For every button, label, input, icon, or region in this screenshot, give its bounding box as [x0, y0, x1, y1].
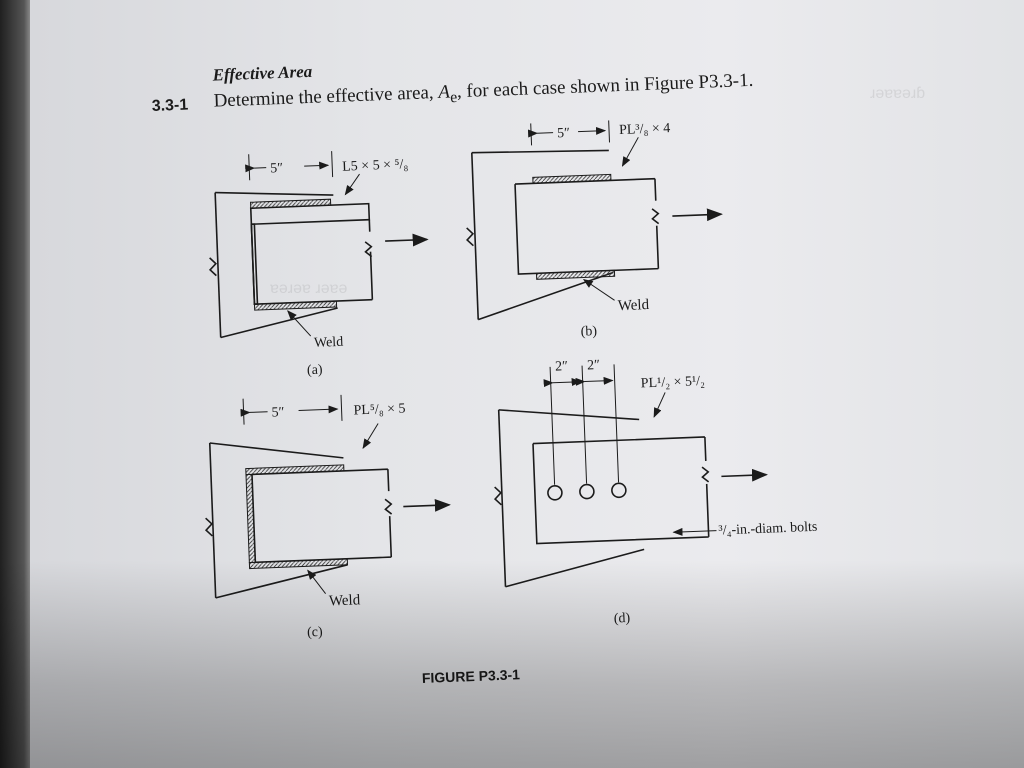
- right-arrow-icon: [403, 498, 451, 512]
- plate-c: [251, 468, 393, 564]
- angle-end: [368, 219, 374, 300]
- leader-line: [653, 392, 666, 418]
- weld-label-b: Weld: [617, 297, 649, 314]
- weld-label-c: Weld: [329, 592, 361, 609]
- dimension-arrow: [527, 129, 554, 138]
- leader-line: [287, 310, 312, 337]
- spacing-d-2: 2″: [587, 358, 601, 373]
- gusset-plate-bottom-edge: [220, 307, 338, 339]
- weld-top: [250, 198, 332, 209]
- member-a: L5 × 5 × ⁵/₈: [342, 157, 409, 175]
- case-label-d: (d): [614, 611, 631, 627]
- bolt-hole-icon: [611, 482, 627, 499]
- gusset-plate-bottom-edge: [215, 564, 348, 599]
- gusset-plate-left-edge: [470, 152, 480, 320]
- gusset-plate-bottom-edge: [505, 548, 645, 588]
- problem-area: Effective Area 3.3-1 Determine the effec…: [150, 35, 836, 740]
- dimension-b: 5″: [557, 126, 571, 141]
- gusset-plate-left-edge: [208, 442, 217, 598]
- book-binding: [0, 0, 30, 768]
- gusset-plate-top-edge: [498, 409, 640, 421]
- break-line-icon: [384, 498, 393, 515]
- leader-line: [362, 423, 379, 449]
- break-line-icon: [364, 241, 373, 258]
- angle-body: [250, 224, 373, 306]
- gusset-plate-left-edge: [214, 192, 222, 338]
- dimension-a: 5″: [270, 161, 284, 176]
- gusset-plate-top-edge: [215, 191, 334, 196]
- plate-b: [514, 177, 660, 275]
- case-d: 2″ 2″ PL¹/₂ × 5¹/₂ ³/₄-in.-diam. bolts (…: [493, 358, 818, 627]
- leader-line: [307, 569, 327, 594]
- leader-line: [582, 278, 615, 301]
- break-line-icon: [208, 257, 217, 277]
- bleed-through-text: ɐəɹəɐ ɹəɐə: [270, 280, 348, 297]
- case-a: 5″ L5 × 5 × ⁵/₈ Weld (a): [208, 151, 429, 379]
- right-arrow-icon: [721, 468, 768, 482]
- case-label-b: (b): [580, 324, 597, 340]
- case-c: 5″ PL⁵/₈ × 5 Weld (c): [204, 394, 451, 641]
- bolt-hole-icon: [579, 483, 595, 500]
- leader-line: [344, 173, 360, 196]
- member-b: PL³/₈ × 4: [619, 121, 671, 138]
- break-line-icon: [204, 517, 213, 537]
- right-arrow-icon: [385, 233, 429, 247]
- bleed-through-text: ɹəɐɐəɹɓ: [870, 85, 926, 102]
- leader-line: [621, 137, 639, 167]
- gusset-plate-top-edge: [471, 149, 609, 154]
- dimension-arrow: [578, 126, 607, 135]
- textbook-page: ɹəɐɐəɹɓ ɐəɹəɐ ɹəɐə: [30, 0, 1024, 768]
- member-d: PL¹/₂ × 5¹/₂: [641, 374, 706, 391]
- figure-p3-3-1: 5″ L5 × 5 × ⁵/₈ Weld (a) 5″ PL³/₈ × 4: [204, 120, 818, 641]
- plate-d: [532, 436, 710, 545]
- spacing-d-1: 2″: [555, 359, 569, 374]
- bolts-label-d: ³/₄-in.-diam. bolts: [718, 520, 817, 539]
- dimension-arrow: [304, 161, 330, 170]
- dimension-c: 5″: [271, 405, 285, 420]
- break-line-icon: [701, 466, 710, 483]
- break-line-icon: [493, 486, 503, 506]
- right-arrow-icon: [672, 208, 723, 222]
- bolt-hole-icon: [547, 484, 563, 501]
- break-line-icon: [466, 227, 475, 247]
- member-c: PL⁵/₈ × 5: [353, 401, 405, 418]
- dimension-arrow: [240, 408, 268, 417]
- dimension-arrow: [298, 405, 339, 414]
- case-b: 5″ PL³/₈ × 4 Weld (b): [466, 120, 723, 340]
- break-line-icon: [651, 208, 660, 225]
- gusset-plate-top-edge: [209, 442, 344, 459]
- spacing-arrow: [575, 376, 614, 386]
- weld-bottom: [253, 300, 338, 311]
- gusset-plate-left-edge: [497, 409, 507, 587]
- spacing-arrow: [543, 378, 582, 388]
- leader-line: [672, 527, 717, 536]
- weld-bottom: [535, 269, 616, 280]
- weld-label-a: Weld: [314, 335, 344, 351]
- case-label-c: (c): [307, 625, 323, 641]
- case-label-a: (a): [307, 363, 323, 379]
